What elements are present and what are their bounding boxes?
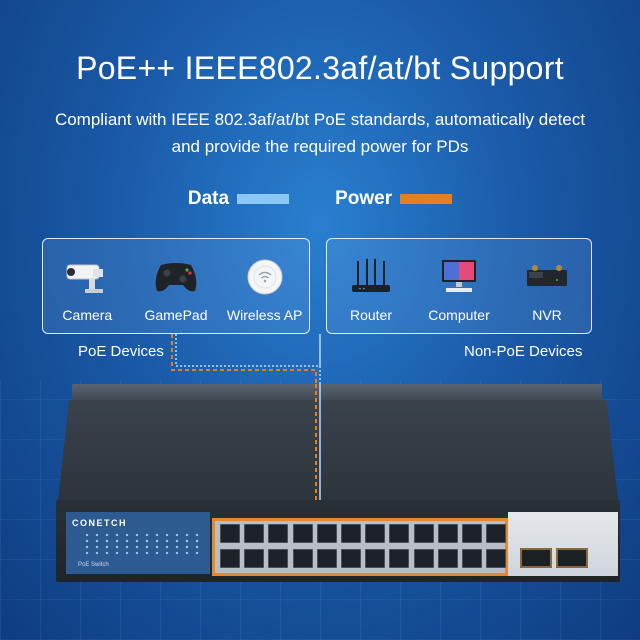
poe-devices-box: Camera GamePad Wireless AP — [42, 238, 310, 334]
device-nvr: NVR — [507, 257, 587, 323]
page-title: PoE++ IEEE802.3af/at/bt Support — [76, 50, 564, 86]
device-camera: Camera — [47, 257, 127, 323]
page-subtitle: Compliant with IEEE 802.3af/at/bt PoE st… — [54, 110, 586, 156]
rj45-port[interactable] — [389, 524, 410, 543]
rj45-port[interactable] — [220, 549, 240, 568]
rj45-port[interactable] — [365, 524, 386, 543]
rj45-port[interactable] — [437, 524, 458, 543]
switch-model: PoE Switch — [78, 562, 109, 568]
rj45-port[interactable] — [292, 549, 313, 568]
device-label: Computer — [428, 307, 490, 323]
device-computer: Computer — [419, 257, 499, 323]
rj45-port[interactable] — [413, 524, 434, 543]
status-leds — [82, 532, 202, 558]
computer-icon — [436, 257, 482, 297]
switch-brand: CONETCH — [72, 518, 127, 528]
device-wireless-ap: Wireless AP — [225, 257, 305, 323]
legend-power-label: Power — [335, 188, 393, 209]
rj45-port[interactable] — [244, 524, 265, 543]
rj45-port[interactable] — [365, 549, 386, 568]
rj45-port[interactable] — [341, 524, 361, 543]
rj45-port[interactable] — [244, 549, 265, 568]
device-label: GamePad — [144, 307, 208, 323]
rj45-port[interactable] — [220, 524, 240, 543]
switch-body — [58, 400, 618, 500]
rj45-port[interactable] — [486, 549, 507, 568]
legend-data-label: Data — [187, 188, 230, 209]
poe-port-highlight — [212, 518, 508, 576]
rj45-port[interactable] — [292, 524, 313, 543]
legend-power: Power — [335, 188, 453, 210]
legend-data: Data — [187, 188, 290, 210]
device-label: Camera — [62, 307, 113, 323]
camera-icon — [63, 257, 111, 297]
router-icon — [348, 257, 394, 297]
sfp-port[interactable] — [520, 548, 552, 568]
wireless-ap-icon — [245, 257, 285, 297]
device-router: Router — [331, 257, 411, 323]
rj45-port[interactable] — [316, 524, 337, 543]
switch-top-edge — [72, 384, 602, 402]
rj45-port[interactable] — [389, 549, 410, 568]
device-label: Wireless AP — [226, 307, 303, 323]
rj45-port[interactable] — [462, 524, 482, 543]
device-label: Router — [349, 307, 393, 323]
rj45-port[interactable] — [462, 549, 482, 568]
rj45-port[interactable] — [341, 549, 361, 568]
legend: Data Power — [0, 188, 640, 210]
legend-power-swatch — [400, 194, 453, 204]
rj45-port[interactable] — [268, 549, 289, 568]
rj45-port[interactable] — [413, 549, 434, 568]
rj45-port[interactable] — [268, 524, 289, 543]
poe-devices-label: PoE Devices — [78, 343, 164, 360]
sfp-port[interactable] — [556, 548, 588, 568]
gamepad-icon — [153, 257, 199, 297]
rj45-port[interactable] — [316, 549, 337, 568]
non-poe-devices-label: Non-PoE Devices — [464, 343, 583, 360]
non-poe-devices-box: Router Computer NVR — [326, 238, 592, 334]
nvr-icon — [523, 257, 571, 297]
rj45-port[interactable] — [437, 549, 458, 568]
rj45-port[interactable] — [486, 524, 507, 543]
legend-data-swatch — [237, 194, 290, 204]
device-gamepad: GamePad — [136, 257, 216, 323]
device-label: NVR — [532, 307, 562, 323]
